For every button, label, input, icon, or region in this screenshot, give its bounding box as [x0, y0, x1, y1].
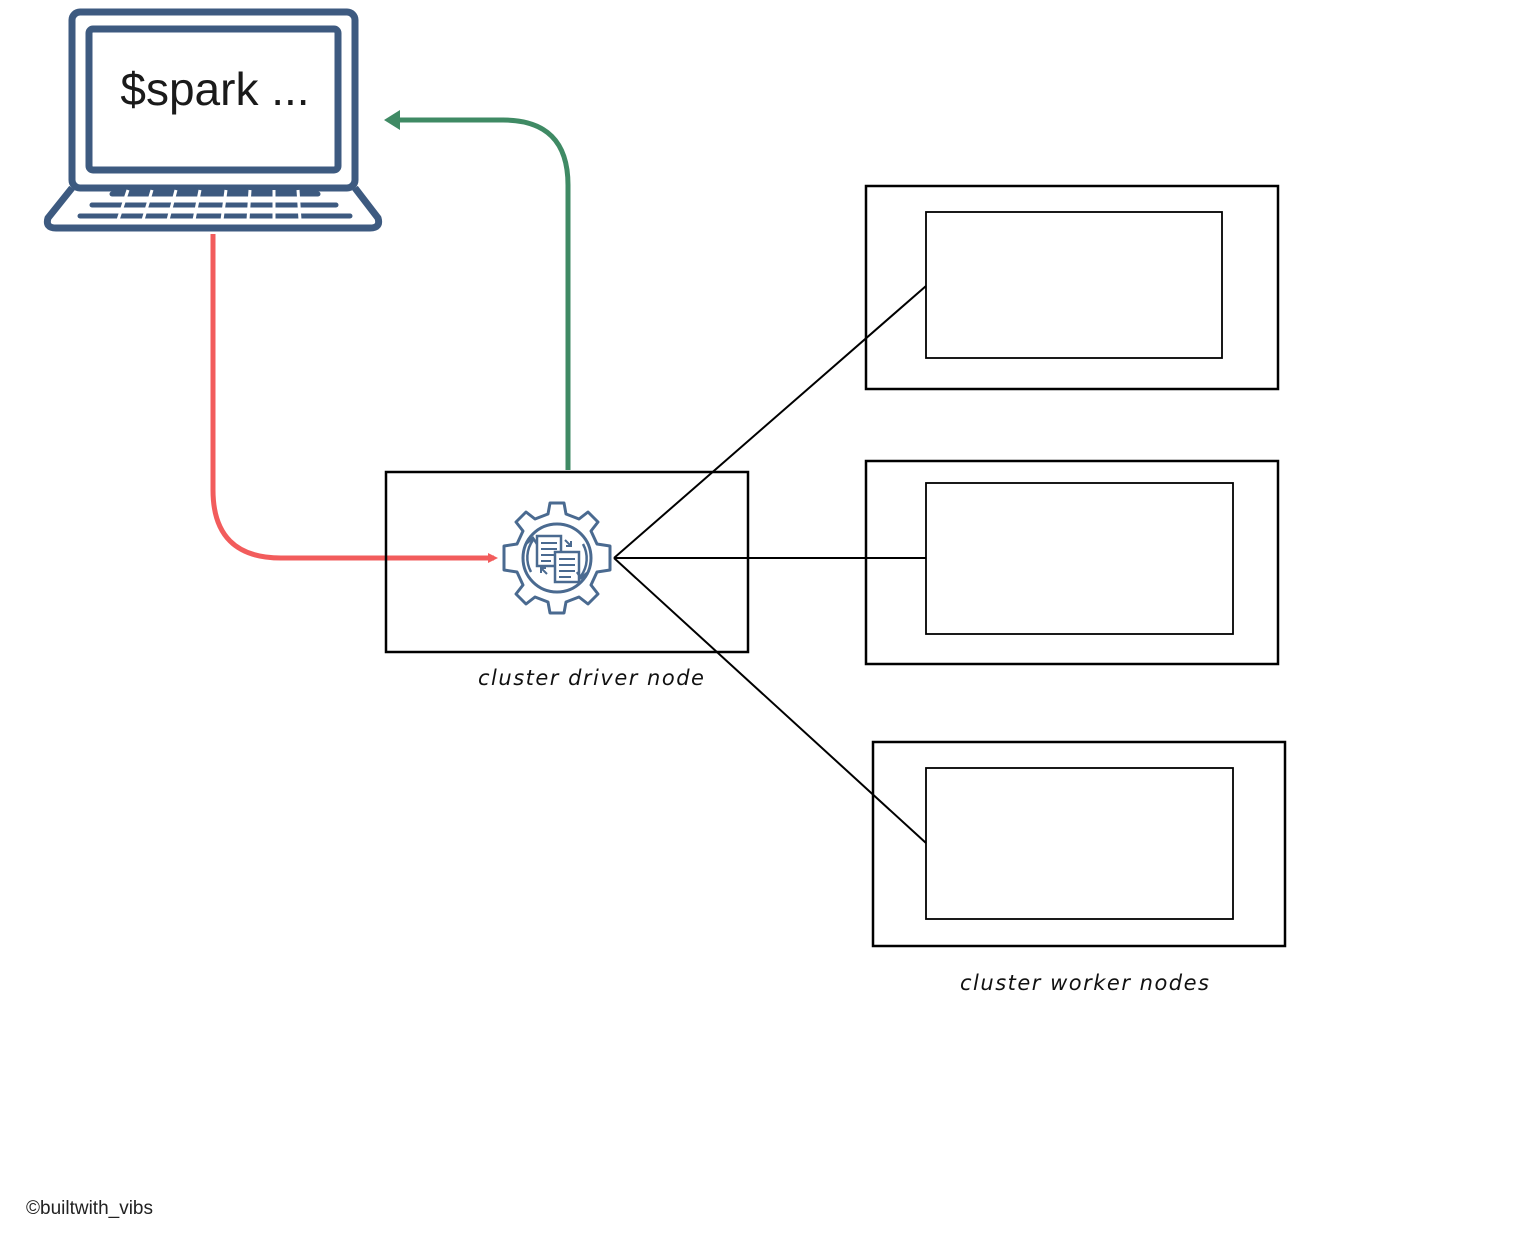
worker-nodes-label: cluster worker nodes [960, 971, 1211, 995]
gear-documents-icon [502, 501, 612, 615]
laptop-screen-text: $spark ... [120, 63, 310, 115]
worker-node-1-inner [925, 211, 1223, 359]
connector-worker-3 [613, 557, 927, 844]
worker-node-1 [864, 184, 1280, 391]
worker-node-3 [871, 740, 1287, 948]
worker-node-3-inner [925, 767, 1234, 920]
driver-node-label: cluster driver node [478, 666, 706, 690]
result-arrowhead [384, 110, 400, 130]
result-arrow [400, 117, 571, 470]
worker-node-2-inner [925, 482, 1234, 635]
worker-node-2 [864, 459, 1280, 666]
credit-watermark: ©builtwith_vibs [26, 1198, 153, 1219]
driver-node-box [384, 470, 750, 654]
submit-arrow [210, 234, 498, 563]
connector-worker-1 [613, 285, 927, 559]
laptop-icon [43, 8, 383, 232]
